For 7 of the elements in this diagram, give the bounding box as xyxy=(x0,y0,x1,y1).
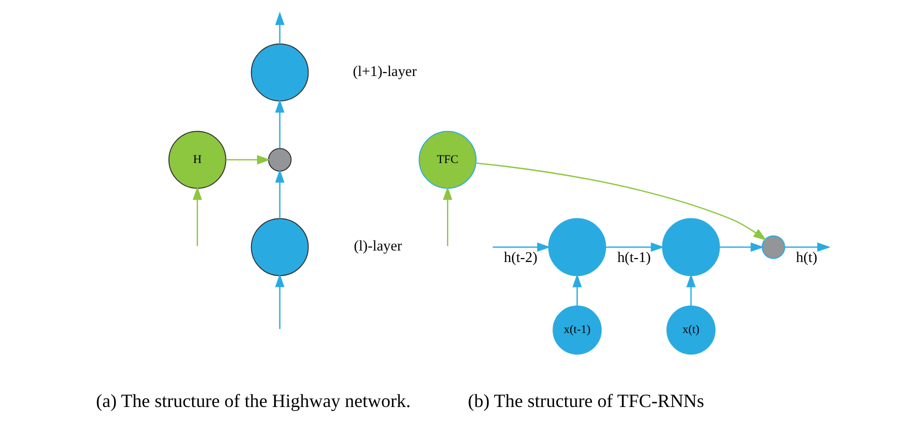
edge-label: h(t-1) xyxy=(617,250,651,266)
label: (b) The structure of TFC-RNNs xyxy=(468,390,704,412)
label: (a) The structure of the Highway network. xyxy=(96,390,411,412)
node-label: (l)-layer xyxy=(354,238,402,255)
edge-label: h(t) xyxy=(796,250,818,266)
edge-label: h(t-2) xyxy=(504,250,538,266)
node-label: (l+1)-layer xyxy=(352,64,417,80)
